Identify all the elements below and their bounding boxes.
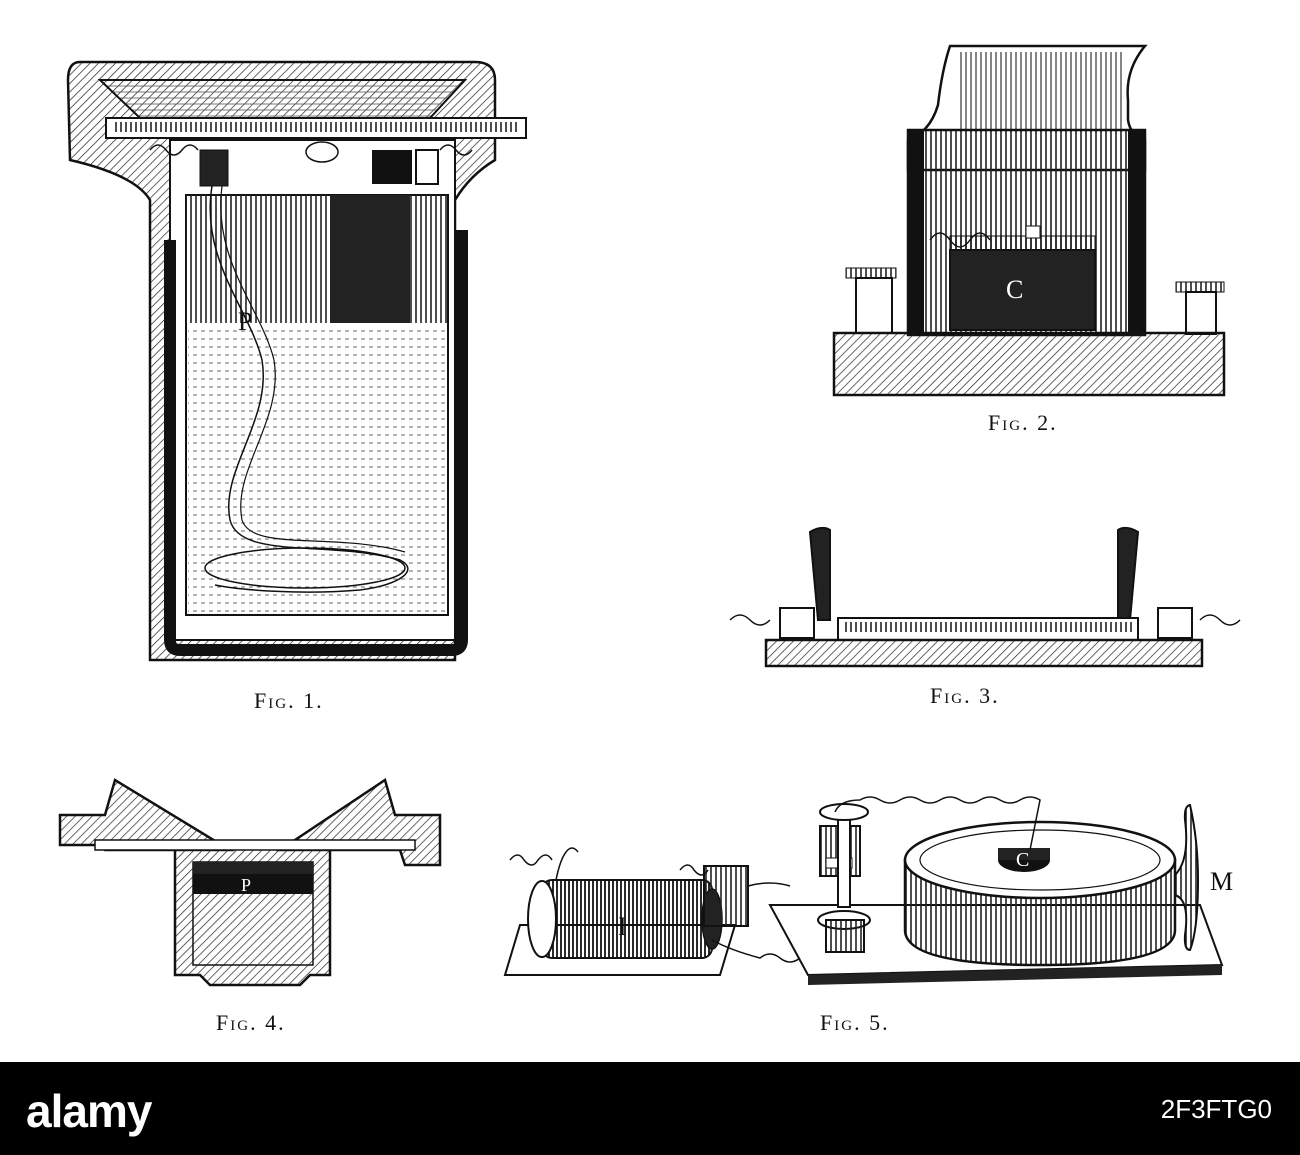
fig-5-letter-i: I xyxy=(618,912,627,941)
fig-2-drawing: C xyxy=(832,44,1226,397)
fig-5-letter-c: C xyxy=(1016,849,1029,871)
fig-2-caption: Fig. 2. xyxy=(988,410,1058,435)
fig-5-drawing: I C M xyxy=(503,796,1233,985)
engraving-plate: P C xyxy=(58,44,1241,1035)
fig-5-letter-m: M xyxy=(1210,867,1233,896)
fig-4-drawing: P xyxy=(58,778,442,987)
fig-3-drawing xyxy=(729,526,1241,668)
alamy-logo: alamy xyxy=(26,1085,152,1137)
fig-1-drawing: P xyxy=(66,60,527,662)
fig-3-caption: Fig. 3. xyxy=(930,683,1000,708)
fig-4-caption: Fig. 4. xyxy=(216,1010,286,1035)
fig-4-letter-p: P xyxy=(241,875,251,895)
fig-1-caption: Fig. 1. xyxy=(254,688,324,713)
image-id-label: 2F3FTG0 xyxy=(1160,1094,1272,1124)
fig-2-letter-c: C xyxy=(1006,275,1023,304)
fig-1-letter-p: P xyxy=(238,307,252,336)
fig-5-caption: Fig. 5. xyxy=(820,1010,890,1035)
watermark-footer: alamy 2F3FTG0 xyxy=(0,1062,1300,1155)
